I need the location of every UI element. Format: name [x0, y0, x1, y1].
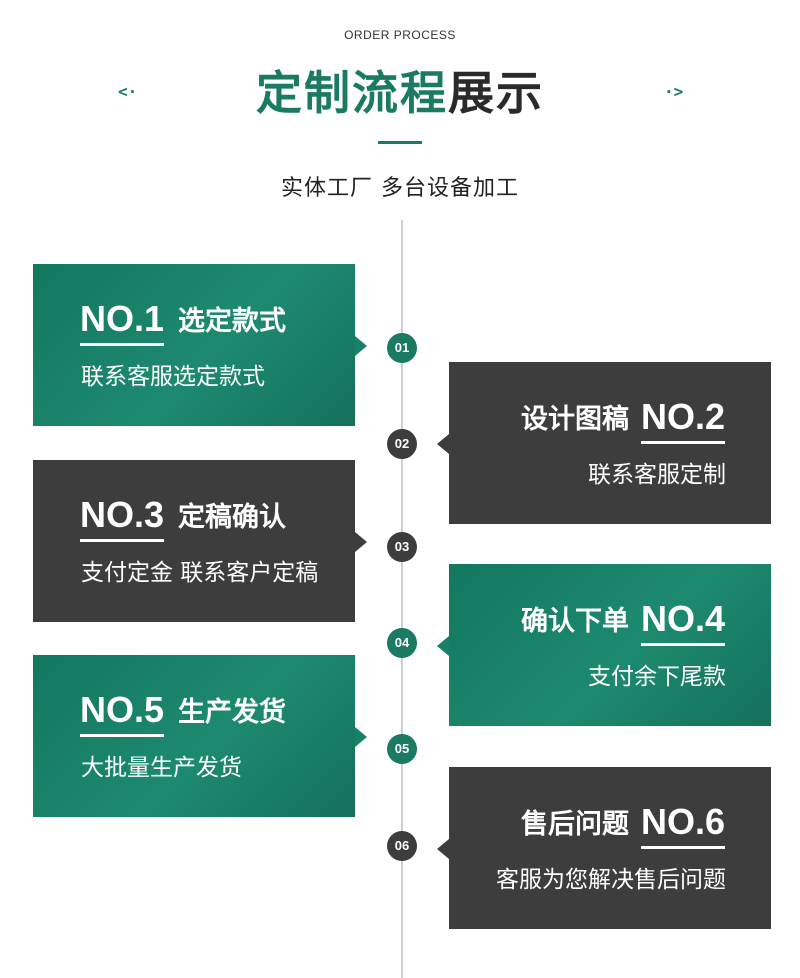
step-card-6: 售后问题 NO.6 客服为您解决售后问题 — [437, 767, 771, 929]
step-title: 售后问题 — [520, 809, 629, 840]
timeline-node-04: 04 — [387, 628, 417, 658]
step-heading: NO.3 定稿确认 — [80, 494, 286, 542]
step-number: NO.3 — [80, 494, 165, 542]
step-heading: NO.5 生产发货 — [80, 689, 286, 737]
step-title: 选定款式 — [178, 306, 287, 337]
step-card-1: NO.1 选定款式 联系客服选定款式 — [33, 264, 367, 426]
step-card-4: 确认下单 NO.4 支付余下尾款 — [437, 564, 771, 726]
step-card-5: NO.5 生产发货 大批量生产发货 — [33, 655, 367, 817]
step-description: 客服为您解决售后问题 — [496, 867, 726, 893]
step-description: 联系客服选定款式 — [81, 364, 265, 390]
step-description: 联系客服定制 — [588, 462, 726, 488]
step-heading: 售后问题 NO.6 — [521, 801, 725, 849]
step-title: 设计图稿 — [520, 404, 629, 435]
timeline-node-02: 02 — [387, 429, 417, 459]
right-arrow-icon: ·> — [664, 82, 684, 101]
timeline-node-03: 03 — [387, 532, 417, 562]
step-heading: 确认下单 NO.4 — [521, 598, 725, 646]
step-card-3: NO.3 定稿确认 支付定金 联系客户定稿 — [33, 460, 367, 622]
timeline-node-01: 01 — [387, 333, 417, 363]
step-title: 生产发货 — [178, 697, 287, 728]
page-title-part1: 定制流程 — [256, 66, 448, 120]
pointer-arrow-icon — [355, 727, 367, 747]
timeline-node-06: 06 — [387, 831, 417, 861]
page-title-part2: 展示 — [448, 66, 544, 120]
step-title: 确认下单 — [520, 606, 629, 637]
timeline-line — [401, 220, 403, 978]
pointer-arrow-icon — [437, 839, 449, 859]
title-underline — [378, 141, 422, 144]
step-description: 支付定金 联系客户定稿 — [81, 560, 319, 586]
step-number: NO.2 — [640, 396, 725, 444]
pointer-arrow-icon — [437, 636, 449, 656]
pointer-arrow-icon — [355, 336, 367, 356]
step-number: NO.6 — [640, 801, 725, 849]
timeline-node-05: 05 — [387, 734, 417, 764]
step-number: NO.1 — [80, 298, 165, 346]
left-arrow-icon: <· — [118, 82, 138, 101]
step-description: 大批量生产发货 — [81, 755, 242, 781]
step-heading: 设计图稿 NO.2 — [521, 396, 725, 444]
header-subtitle-en: ORDER PROCESS — [344, 28, 456, 42]
page-title: 定制流程展示 — [0, 58, 800, 128]
step-heading: NO.1 选定款式 — [80, 298, 286, 346]
pointer-arrow-icon — [355, 532, 367, 552]
step-number: NO.5 — [80, 689, 165, 737]
step-card-2: 设计图稿 NO.2 联系客服定制 — [437, 362, 771, 524]
step-title: 定稿确认 — [178, 502, 287, 533]
step-number: NO.4 — [640, 598, 725, 646]
step-description: 支付余下尾款 — [588, 664, 726, 690]
tagline: 实体工厂 多台设备加工 — [281, 176, 519, 201]
pointer-arrow-icon — [437, 434, 449, 454]
